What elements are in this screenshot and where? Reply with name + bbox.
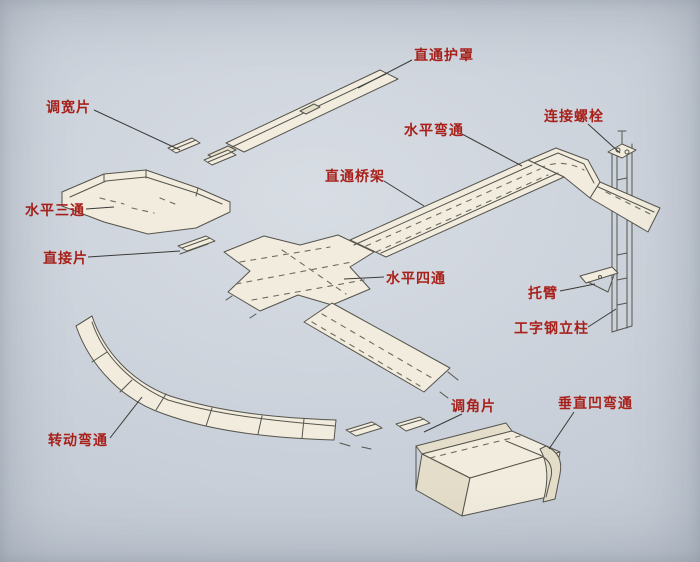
leader-straight-tray: [383, 180, 425, 207]
part-tray-to-column: [589, 181, 661, 233]
label-straight-tray: 直通桥架: [325, 168, 385, 184]
label-horizontal-cross: 水平四通: [386, 270, 446, 286]
leader-straight-cover: [357, 59, 413, 89]
part-horizontal-tee: [61, 169, 231, 235]
leader-bracket-arm: [559, 283, 596, 292]
part-connecting-bolt: [607, 130, 637, 159]
label-horizontal-bend: 水平弯通: [404, 122, 464, 138]
leader-lines: [85, 59, 621, 450]
leader-connecting-bolt: [587, 123, 621, 154]
part-width-adjuster: [167, 137, 237, 166]
part-bracket-arm: [579, 266, 619, 293]
leader-width-adjuster: [93, 109, 181, 151]
leader-direct-piece: [87, 250, 181, 258]
part-straight-cover: [207, 69, 399, 160]
part-vertical-concave-bend: [415, 422, 562, 517]
leader-vertical-concave-bend: [548, 411, 575, 450]
label-direct-piece: 直接片: [43, 250, 88, 266]
leader-horizontal-tee: [85, 206, 115, 210]
part-angle-adjuster: [339, 416, 431, 450]
label-straight-cover: 直通护罩: [414, 47, 474, 63]
part-straight-tray: [349, 159, 565, 258]
label-vertical-concave-bend: 垂直凹弯通: [558, 395, 633, 411]
leader-rotating-bend: [109, 396, 143, 439]
label-bracket-arm: 托臂: [528, 285, 558, 301]
leader-angle-adjuster: [423, 413, 463, 433]
label-angle-adjuster: 调角片: [451, 398, 496, 414]
label-connecting-bolt: 连接螺栓: [544, 108, 604, 124]
part-branch-tray: [303, 302, 459, 399]
part-horizontal-cross: [223, 234, 375, 319]
label-i-beam-column: 工字钢立柱: [514, 320, 589, 336]
label-width-adjuster: 调宽片: [46, 99, 91, 115]
label-horizontal-tee: 水平三通: [25, 202, 85, 218]
part-direct-piece: [177, 235, 216, 255]
leader-i-beam-column: [587, 308, 617, 328]
part-horizontal-bend: [527, 147, 601, 199]
label-rotating-bend: 转动弯通: [48, 432, 108, 448]
part-i-beam-column: [579, 130, 637, 333]
leader-horizontal-cross: [343, 276, 385, 280]
part-rotating-bend: [75, 315, 337, 441]
leader-horizontal-bend: [461, 133, 523, 167]
